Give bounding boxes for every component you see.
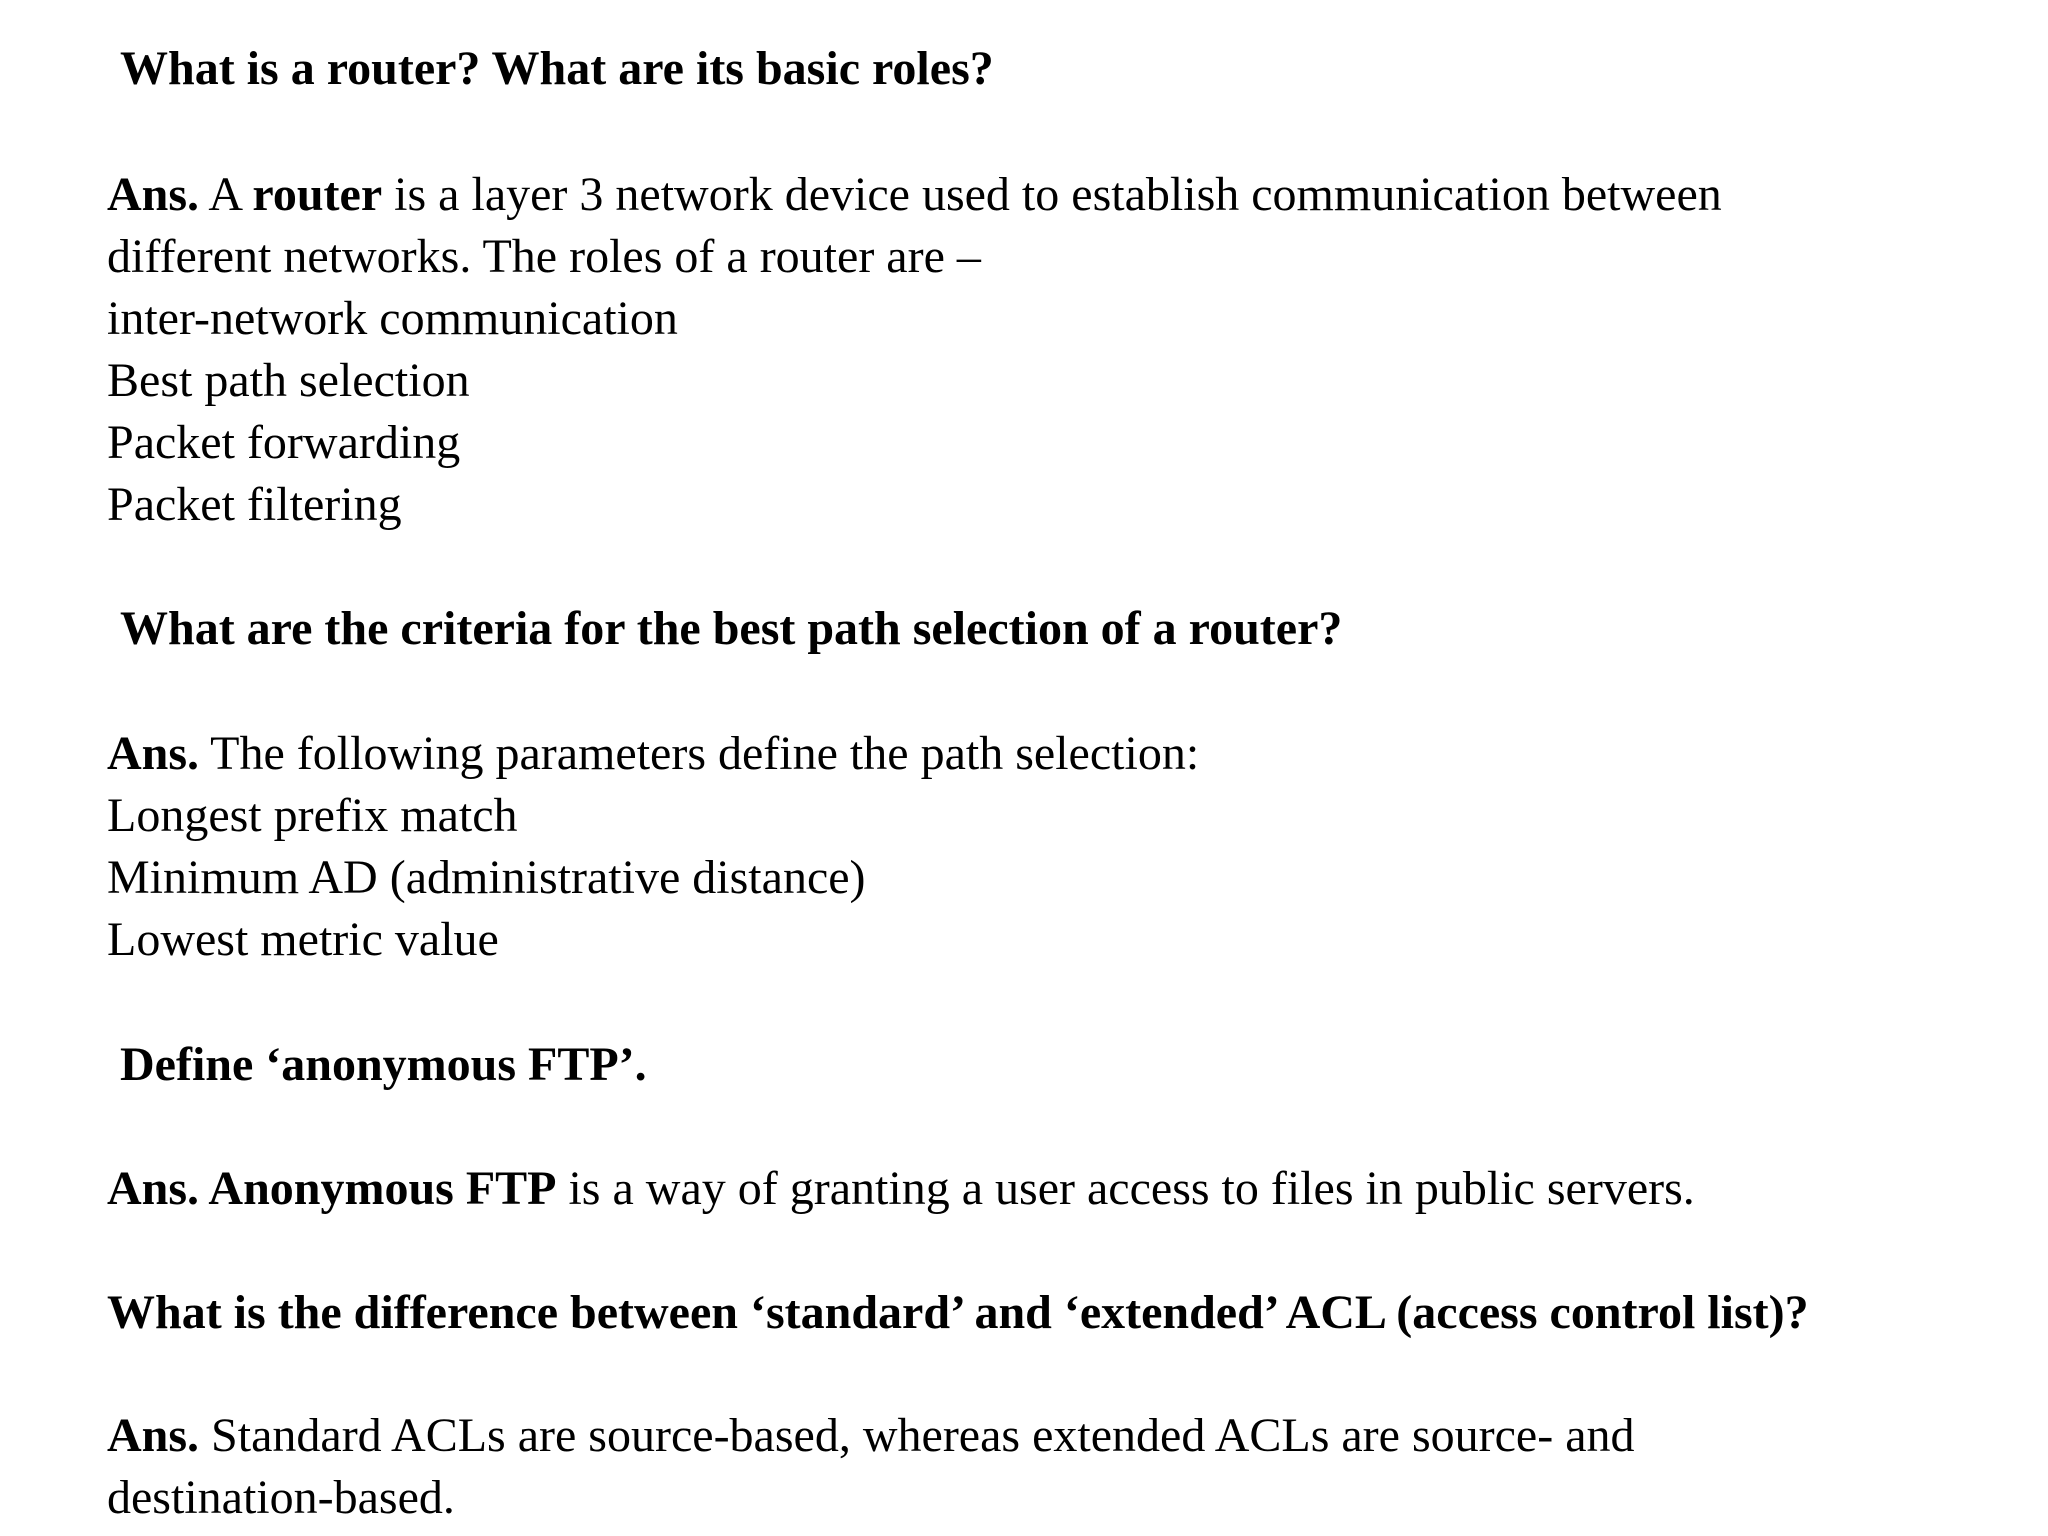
answer-line: Ans. Anonymous FTP is a way of granting … [107,1158,1695,1220]
answer-text: The following parameters define the path… [199,727,1200,780]
question-router-roles: What is a router? What are its basic rol… [120,42,994,95]
list-item: Minimum AD (administrative distance) [107,851,866,904]
ans-label: Ans. [107,1409,200,1462]
answer-line: Ans. Standard ACLs are source-based, whe… [107,1405,1635,1467]
answer-acl-difference: Ans. Standard ACLs are source-based, whe… [107,1405,1635,1529]
answer-router-roles: Ans. A router is a layer 3 network devic… [107,164,1722,536]
answer-term: router [252,168,383,221]
ans-label: Ans. [107,727,200,780]
question-acl-difference: What is the difference between ‘standard… [107,1286,1809,1339]
answer-text: Standard ACLs are source-based, whereas … [199,1409,1635,1462]
answer-term: Anonymous FTP [199,1162,557,1215]
answer-line: destination-based. [107,1471,455,1524]
list-item: inter-network communication [107,292,678,345]
list-item: Packet filtering [107,478,402,531]
answer-line: Ans. A router is a layer 3 network devic… [107,164,1722,226]
answer-anonymous-ftp: Ans. Anonymous FTP is a way of granting … [107,1158,1695,1220]
answer-text: is a way of granting a user access to fi… [556,1162,1695,1215]
list-item: Packet forwarding [107,416,461,469]
answer-best-path-criteria: Ans. The following parameters define the… [107,723,1199,971]
answer-text: is a layer 3 network device used to esta… [382,168,1722,221]
ans-label: Ans. [107,168,200,221]
list-item: Best path selection [107,354,470,407]
answer-line: Ans. The following parameters define the… [107,723,1199,785]
question-best-path-criteria: What are the criteria for the best path … [120,602,1343,655]
ans-label: Ans. [107,1162,200,1215]
list-item: Longest prefix match [107,789,518,842]
list-item: Lowest metric value [107,913,499,966]
answer-line: different networks. The roles of a route… [107,230,981,283]
question-anonymous-ftp: Define ‘anonymous FTP’. [120,1038,647,1091]
answer-text: A [199,168,253,221]
